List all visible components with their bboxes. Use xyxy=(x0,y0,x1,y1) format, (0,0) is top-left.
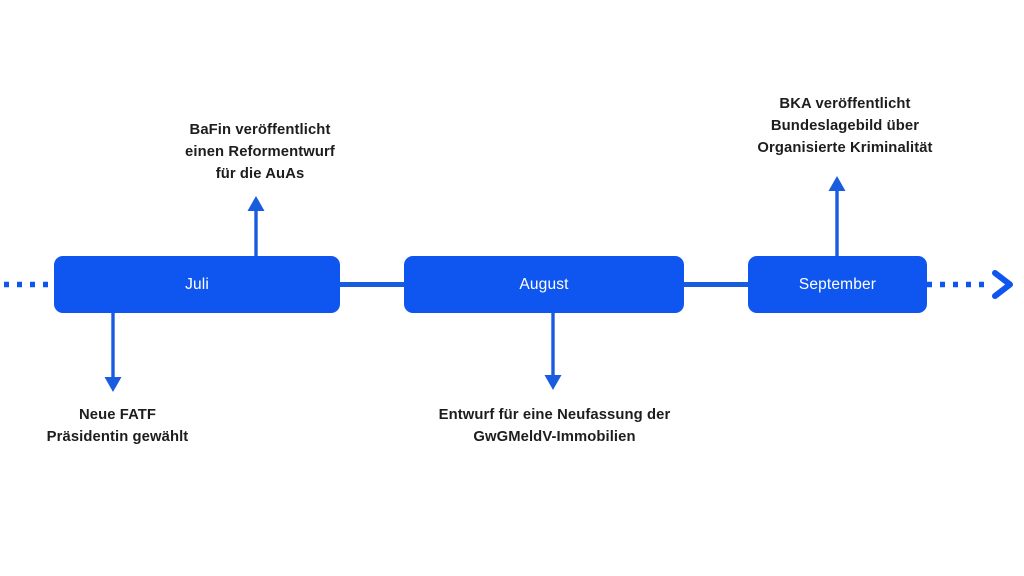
timeline-node-august[interactable]: August xyxy=(404,256,684,313)
timeline-node-label: Juli xyxy=(185,275,209,293)
arrowhead-august-down-icon xyxy=(544,375,562,390)
event-caption-fatf: Neue FATF Präsidentin gewählt xyxy=(46,407,189,445)
event-caption-gwgmeldv: Entwurf für eine Neufassung der GwGMeldV… xyxy=(438,407,671,445)
timeline-node-label: September xyxy=(798,275,877,293)
timeline-node-juli[interactable]: Juli xyxy=(54,256,340,313)
arrowhead-juli-up-icon xyxy=(247,196,265,211)
arrowhead-september-up-icon xyxy=(828,176,846,191)
timeline-node-label: August xyxy=(519,275,569,293)
axis-arrowhead-right-icon xyxy=(992,270,1013,299)
arrowhead-juli-down-icon xyxy=(104,377,122,392)
timeline-node-september[interactable]: September xyxy=(748,256,927,313)
event-caption-bka: BKA veröffentlicht Bundeslagebild über O… xyxy=(757,96,933,156)
event-caption-bafin: BaFin veröffentlicht einen Reformentwurf… xyxy=(185,122,335,182)
